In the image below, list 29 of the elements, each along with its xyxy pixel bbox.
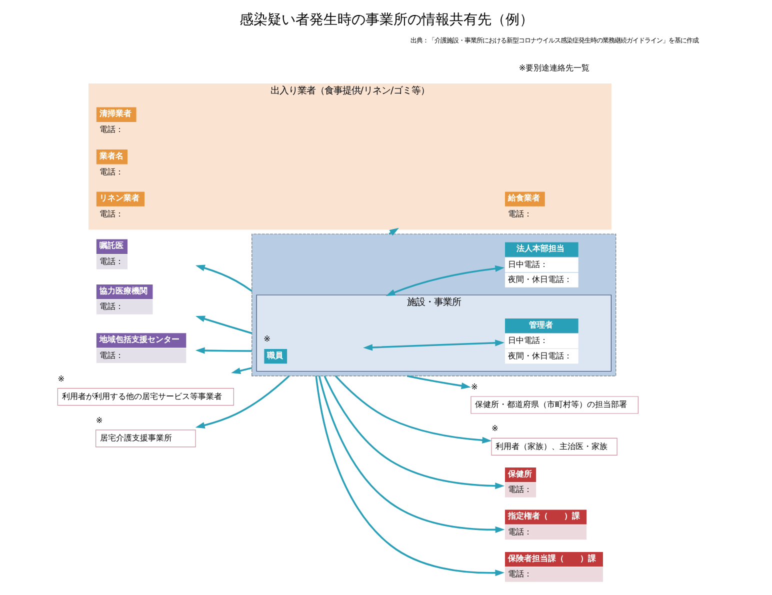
arrow — [385, 265, 504, 296]
node-label: 電話： — [98, 124, 123, 134]
node-label: ※ — [57, 373, 64, 384]
node-label: 電話： — [98, 208, 123, 219]
node-box: リネン業者 — [96, 192, 144, 206]
node-label: ※ — [95, 415, 102, 426]
arrow — [195, 316, 252, 334]
node-label: ※ — [491, 423, 498, 434]
arrow — [194, 375, 290, 428]
arrow — [334, 375, 492, 444]
node-box: 清掃業者 — [96, 107, 136, 122]
arrow — [230, 367, 252, 374]
node-box: 給食業者 — [504, 192, 544, 206]
node-label: ※ — [263, 333, 270, 344]
arrow — [406, 375, 470, 390]
arrow — [362, 340, 504, 351]
arrow — [194, 264, 252, 292]
node-label: 電話： — [98, 166, 123, 176]
node-label: 電話： — [507, 208, 532, 219]
label: ※要別途連絡先一覧 — [518, 62, 590, 73]
arrow — [314, 376, 504, 576]
node-label: ※ — [470, 382, 478, 392]
cluster — [251, 234, 616, 376]
node-box: 職員 — [264, 348, 287, 364]
arrow — [323, 376, 504, 490]
arrow — [194, 347, 252, 354]
diagram-title: 感染疑い者発生時の事業所の情報共有先（例） — [239, 12, 533, 28]
arrow — [318, 376, 504, 533]
node-box: 業者名 — [96, 150, 127, 164]
